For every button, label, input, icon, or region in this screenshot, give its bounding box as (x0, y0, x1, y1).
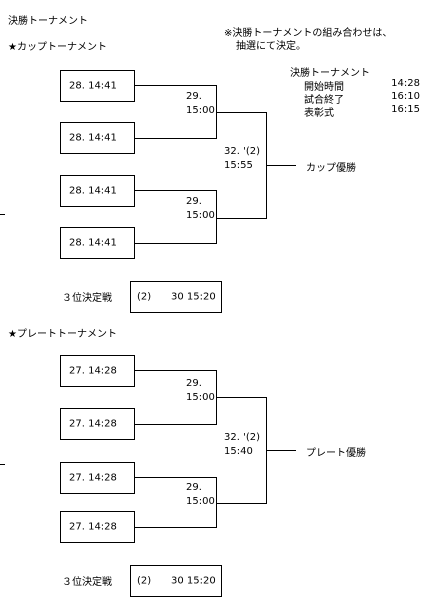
schedule-time: 16:10 (391, 91, 420, 102)
bracket-line (216, 397, 266, 398)
cup-semi-bottom-number: 29. (186, 196, 202, 207)
cup-slot-4: 28. 14:41 (60, 227, 135, 259)
plate-third-box: (2) 30 15:20 (130, 565, 222, 597)
cup-semi-bottom-time: 15:00 (186, 210, 215, 221)
bracket-line (266, 165, 296, 166)
cup-third-time: 30 15:20 (171, 291, 216, 303)
cup-semi-top-time: 15:00 (186, 105, 215, 116)
schedule-title: 決勝トーナメント (290, 68, 370, 79)
cup-semi-top: 29. 15:00 (186, 90, 215, 118)
plate-slot-2: 27. 14:28 (60, 408, 135, 440)
plate-winner-label: プレート優勝 (306, 448, 366, 459)
cup-semi-bottom: 29. 15:00 (186, 195, 215, 223)
margin-tick (0, 214, 5, 215)
plate-heading: ★プレートトーナメント (8, 329, 117, 340)
bracket-line (135, 138, 216, 139)
cup-third-box: (2) 30 15:20 (130, 281, 222, 313)
cup-heading: ★カップトーナメント (8, 42, 107, 53)
bracket-line (135, 527, 216, 528)
plate-slot-1: 27. 14:28 (60, 355, 135, 387)
bracket-line (216, 503, 266, 504)
plate-final-number: 32. '(2) (224, 432, 260, 443)
plate-slot-label: 27. 14:28 (69, 472, 117, 484)
plate-slot-label: 27. 14:28 (69, 365, 117, 377)
plate-semi-top: 29. 15:00 (186, 377, 215, 405)
plate-slot-label: 27. 14:28 (69, 418, 117, 430)
cup-slot-label: 28. 14:41 (69, 132, 117, 144)
plate-third-time: 30 15:20 (171, 575, 216, 587)
bracket-line (135, 370, 216, 371)
plate-final-time: 15:40 (224, 446, 253, 457)
schedule-label: 開始時間 (304, 82, 344, 93)
schedule-row: 開始時間 14:28 (304, 78, 420, 93)
cup-final: 32. '(2) 15:55 (224, 145, 260, 173)
bracket-line (135, 85, 216, 86)
cup-winner-label: カップ優勝 (306, 163, 356, 174)
plate-semi-bottom: 29. 15:00 (186, 481, 215, 509)
bracket-line (135, 477, 216, 478)
cup-slot-2: 28. 14:41 (60, 122, 135, 154)
bracket-line (216, 477, 217, 528)
bracket-line (216, 112, 266, 113)
bracket-line (135, 190, 216, 191)
cup-slot-label: 28. 14:41 (69, 185, 117, 197)
schedule-time: 16:15 (391, 104, 420, 115)
cup-slot-3: 28. 14:41 (60, 175, 135, 207)
plate-slot-3: 27. 14:28 (60, 462, 135, 494)
plate-semi-top-number: 29. (186, 378, 202, 389)
bracket-line (266, 450, 296, 451)
cup-semi-top-number: 29. (186, 91, 202, 102)
schedule-row: 表彰式 16:15 (304, 104, 420, 119)
bracket-line (135, 424, 216, 425)
cup-final-time: 15:55 (224, 160, 253, 171)
note-line-2: 抽選にて決定。 (236, 41, 306, 52)
schedule-label: 試合終了 (304, 95, 344, 106)
plate-final: 32. '(2) 15:40 (224, 431, 260, 459)
cup-third-count: (2) (137, 291, 152, 303)
note-line-1: ※決勝トーナメントの組み合わせは、 (224, 28, 393, 39)
plate-slot-4: 27. 14:28 (60, 511, 135, 543)
page-title: 決勝トーナメント (8, 16, 88, 27)
cup-third-label: ３位決定戦 (62, 293, 112, 304)
plate-slot-label: 27. 14:28 (69, 521, 117, 533)
cup-slot-label: 28. 14:41 (69, 80, 117, 92)
plate-third-label: ３位決定戦 (62, 577, 112, 588)
schedule-row: 試合終了 16:10 (304, 91, 420, 106)
bracket-line (135, 243, 216, 244)
schedule-label: 表彰式 (304, 108, 334, 119)
bracket-line (216, 218, 266, 219)
plate-third-count: (2) (137, 575, 152, 587)
margin-tick (0, 464, 5, 465)
plate-semi-top-time: 15:00 (186, 392, 215, 403)
cup-slot-label: 28. 14:41 (69, 237, 117, 249)
cup-final-number: 32. '(2) (224, 146, 260, 157)
plate-semi-bottom-time: 15:00 (186, 496, 215, 507)
cup-slot-1: 28. 14:41 (60, 70, 135, 102)
plate-semi-bottom-number: 29. (186, 482, 202, 493)
schedule-time: 14:28 (391, 78, 420, 89)
bracket-line (216, 190, 217, 244)
